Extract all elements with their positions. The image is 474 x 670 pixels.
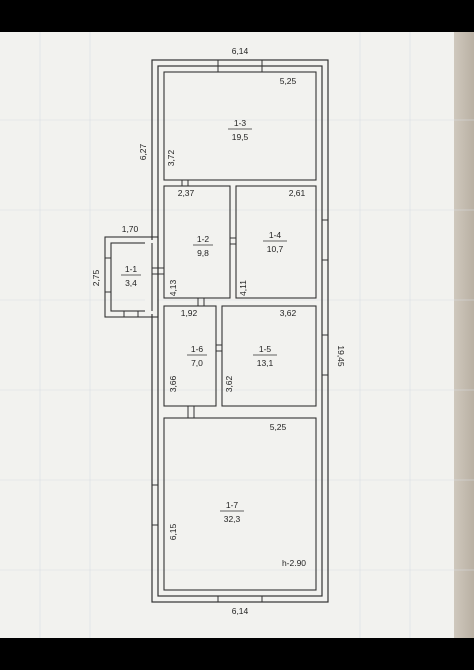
room-1-7-id: 1-7 [226, 500, 239, 510]
room-1-5-id: 1-5 [259, 344, 272, 354]
dim-right-total: 19,45 [336, 345, 346, 367]
openings [105, 60, 328, 602]
dim-r12-height: 4,13 [168, 279, 178, 296]
room-1-7-area: 32,3 [224, 514, 241, 524]
dim-top-width: 6,14 [232, 46, 249, 56]
interior-walls [163, 71, 317, 591]
dim-r13-height: 3,72 [166, 149, 176, 166]
paper-grid [0, 32, 474, 638]
room-1-2-area: 9,8 [197, 248, 209, 258]
room-1-1-area: 3,4 [125, 278, 137, 288]
dim-r17-height: 6,15 [168, 523, 178, 540]
room-1-3-area: 19,5 [232, 132, 249, 142]
dim-r14-height: 4,11 [238, 280, 248, 296]
dim-vestibule-height: 2,75 [91, 269, 101, 286]
dim-vestibule-width: 1,70 [122, 224, 139, 234]
dim-r14-width: 2,61 [289, 188, 306, 198]
room-1-6-area: 7,0 [191, 358, 203, 368]
paper-sheet [0, 32, 474, 638]
outer-walls [151, 59, 329, 603]
dim-bottom-width: 6,14 [232, 606, 249, 616]
dim-r17-width: 5,25 [270, 422, 287, 432]
dim-r15-width: 3,62 [280, 308, 297, 318]
dim-r15-height: 3,62 [224, 375, 234, 392]
ceiling-height: h-2.90 [282, 558, 306, 568]
room-1-4-id: 1-4 [269, 230, 282, 240]
room-1-2-id: 1-2 [197, 234, 210, 244]
background-fabric [454, 32, 474, 638]
dim-r16-width: 1,92 [181, 308, 198, 318]
dim-r16-height: 3,66 [168, 375, 178, 392]
room-1-1-id: 1-1 [125, 264, 138, 274]
room-1-3-id: 1-3 [234, 118, 247, 128]
dim-r12-width: 2,37 [178, 188, 195, 198]
room-1-6-id: 1-6 [191, 344, 204, 354]
room-1-4-area: 10,7 [267, 244, 284, 254]
room-1-5-area: 13,1 [257, 358, 274, 368]
dim-left-upper: 6,27 [138, 143, 148, 160]
dim-r13-width: 5,25 [280, 76, 297, 86]
